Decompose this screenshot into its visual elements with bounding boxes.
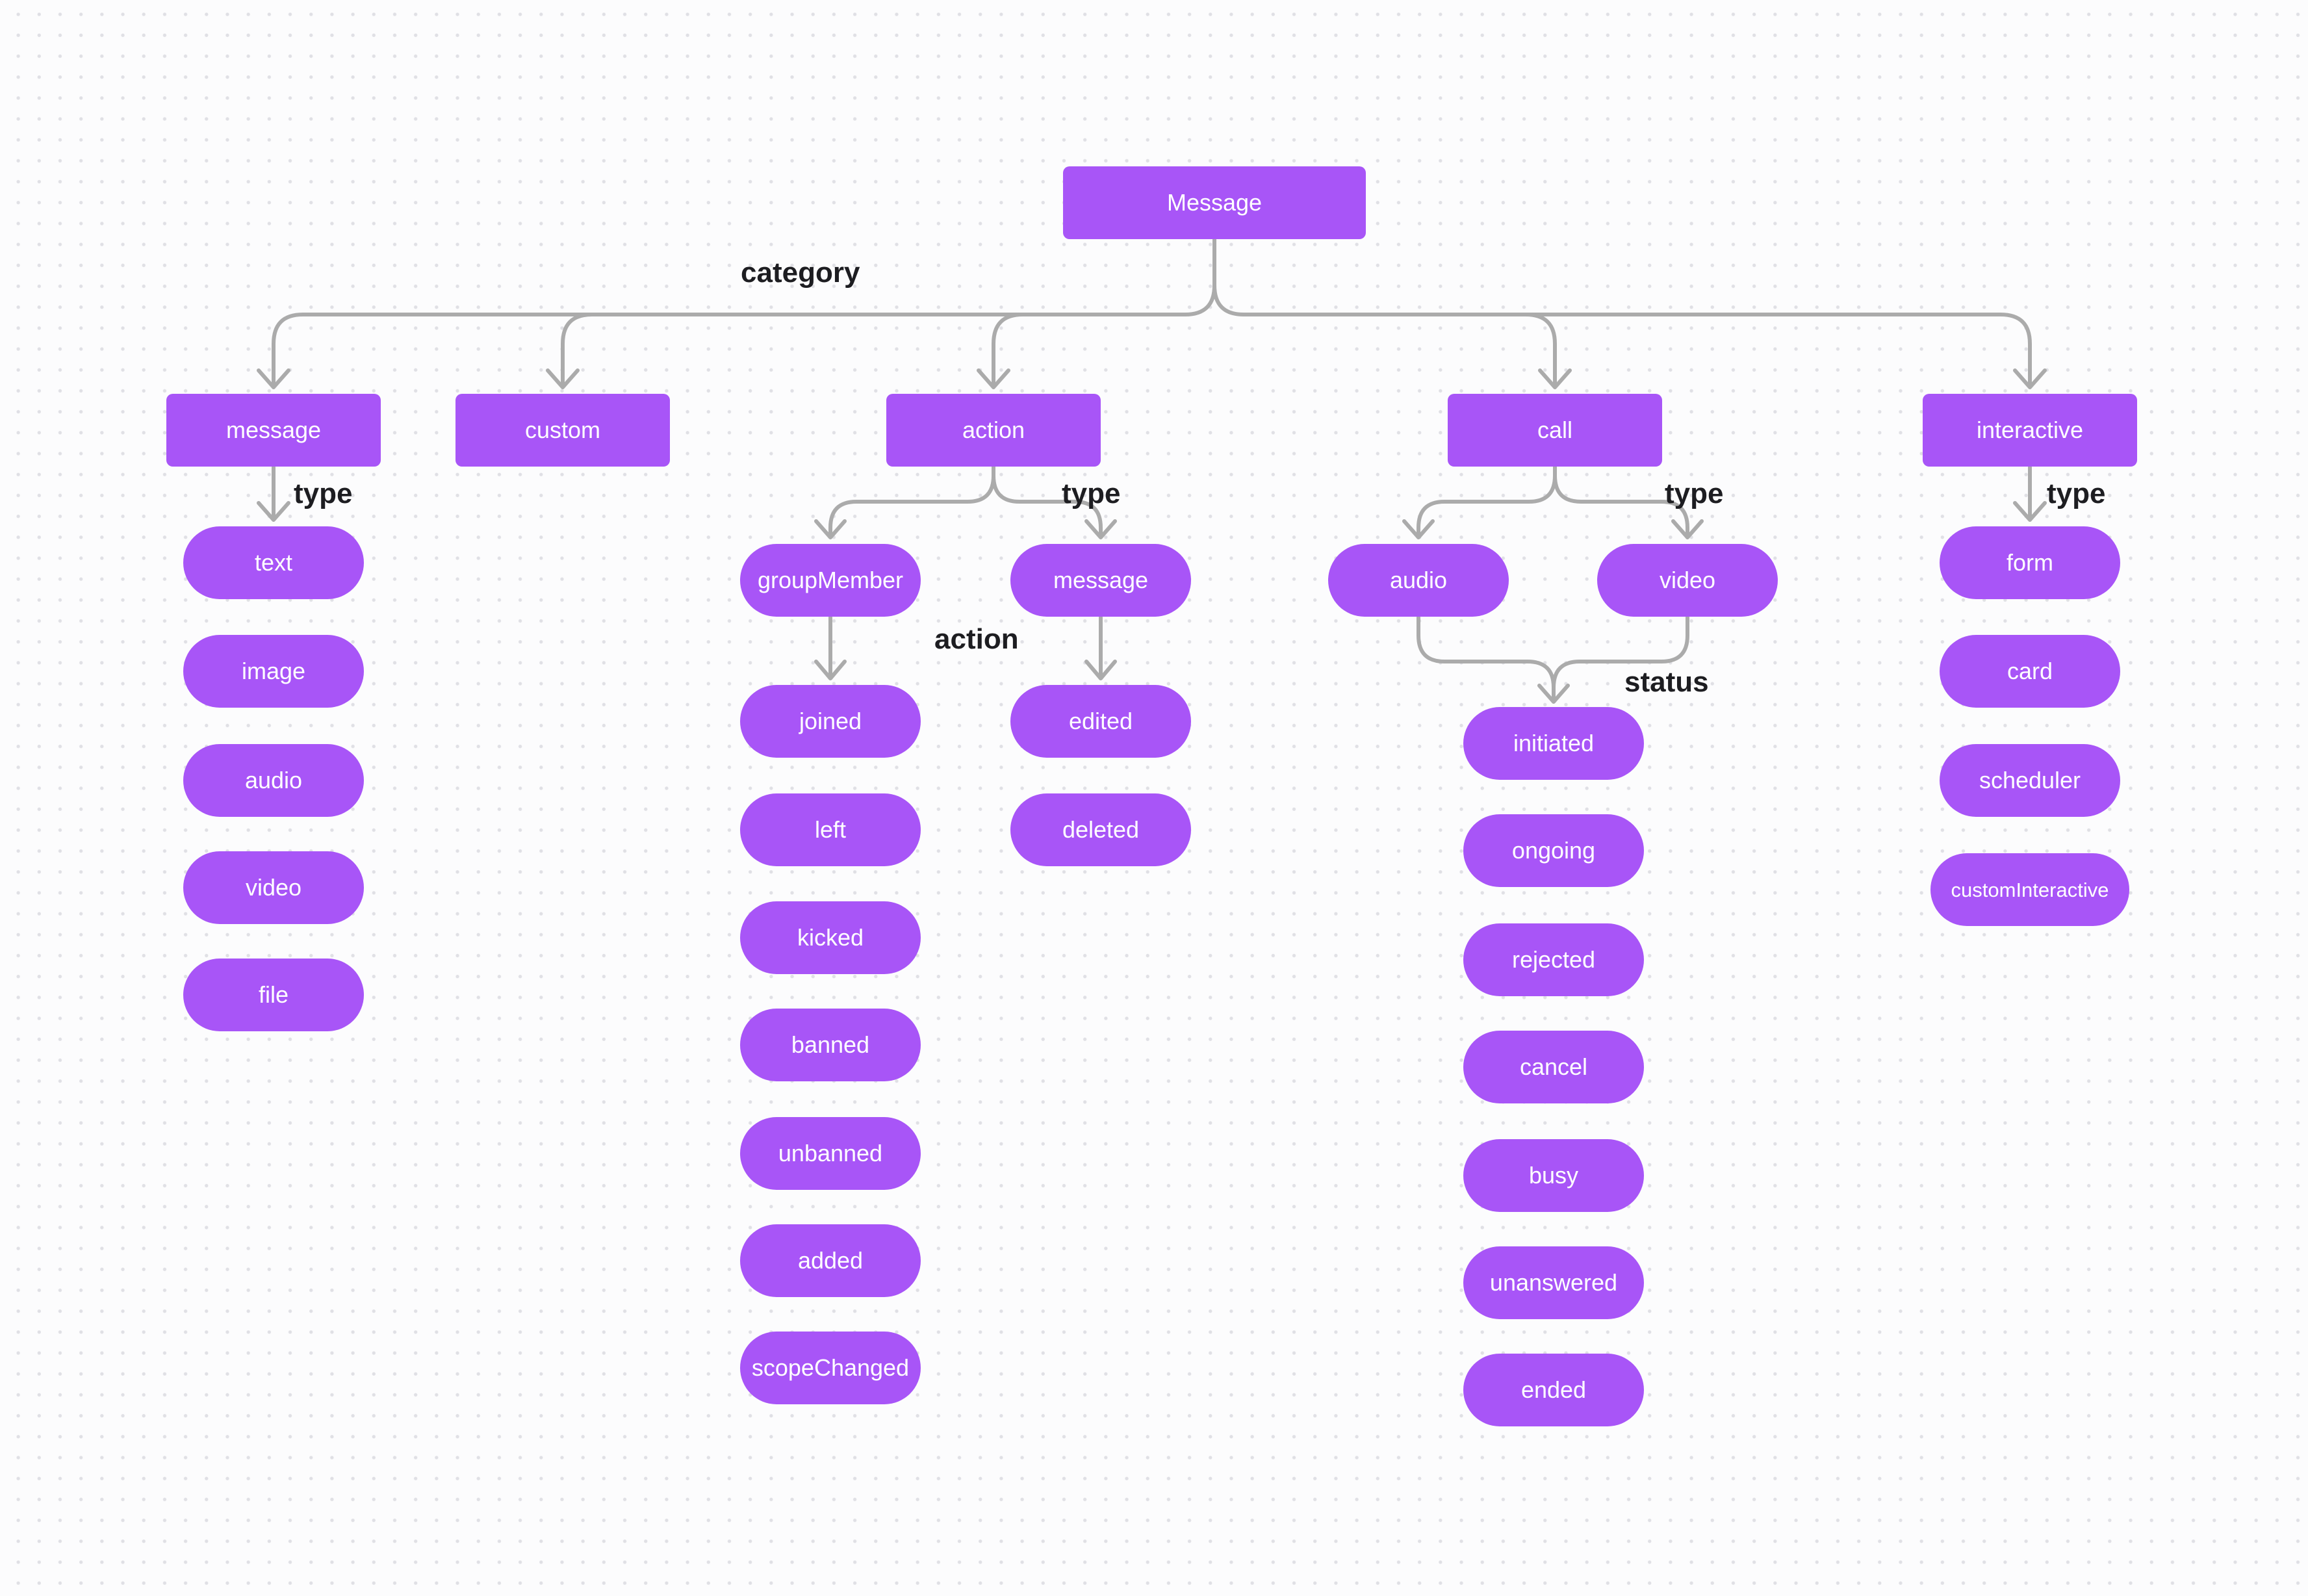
edge-message-to-text	[257, 465, 290, 522]
node-interactive-card: card	[1940, 635, 2120, 708]
edge-groupmember-to-joined	[814, 615, 847, 680]
edge-label-call-type: type	[1665, 478, 1724, 509]
edge-action-to-message	[992, 465, 1117, 539]
node-call-type-audio: audio	[1328, 544, 1509, 617]
node-type-text: text	[183, 526, 364, 599]
node-action-banned: banned	[740, 1009, 921, 1081]
node-action-unbanned: unbanned	[740, 1117, 921, 1190]
node-status-ended: ended	[1463, 1354, 1644, 1426]
node-category-custom: custom	[455, 394, 670, 467]
node-category-action: action	[886, 394, 1101, 467]
node-interactive-form: form	[1940, 526, 2120, 599]
edge-root-to-custom	[546, 313, 594, 389]
edge-call-to-audio	[1402, 465, 1557, 539]
edge-root-to-message	[257, 237, 1216, 389]
edge-label-action-type: type	[1062, 478, 1121, 509]
edge-label-message-type: type	[294, 478, 353, 509]
edge-root-to-interactive	[1212, 237, 2047, 389]
node-interactive-custom-interactive: customInteractive	[1930, 853, 2129, 926]
node-category-message: message	[166, 394, 381, 467]
node-status-unanswered: unanswered	[1463, 1246, 1644, 1319]
edge-label-interactive-type: type	[2047, 478, 2106, 509]
edge-video-to-initiated	[1552, 615, 1689, 689]
edge-message-to-edited	[1084, 615, 1117, 680]
node-status-initiated: initiated	[1463, 707, 1644, 780]
node-status-rejected: rejected	[1463, 923, 1644, 996]
node-message-root: Message	[1063, 166, 1366, 239]
node-type-image: image	[183, 635, 364, 708]
node-action-left: left	[740, 793, 921, 866]
node-status-busy: busy	[1463, 1139, 1644, 1212]
node-type-action-message: message	[1010, 544, 1191, 617]
edge-action-to-groupmember	[814, 465, 995, 539]
node-action-deleted: deleted	[1010, 793, 1191, 866]
node-type-group-member: groupMember	[740, 544, 921, 617]
node-action-scope-changed: scopeChanged	[740, 1332, 921, 1404]
node-action-joined: joined	[740, 685, 921, 758]
node-type-audio: audio	[183, 744, 364, 817]
edge-interactive-to-form	[2013, 465, 2047, 522]
edge-root-to-action	[977, 313, 1025, 389]
edge-call-to-video	[1553, 465, 1704, 539]
node-action-edited: edited	[1010, 685, 1191, 758]
node-category-call: call	[1448, 394, 1662, 467]
node-status-cancel: cancel	[1463, 1031, 1644, 1103]
node-type-video: video	[183, 851, 364, 924]
node-status-ongoing: ongoing	[1463, 814, 1644, 887]
node-call-type-video: video	[1597, 544, 1778, 617]
edge-root-to-call	[1524, 313, 1572, 389]
node-type-file: file	[183, 959, 364, 1031]
edge-label-group-member-action: action	[934, 623, 1019, 655]
node-category-interactive: interactive	[1923, 394, 2137, 467]
node-interactive-scheduler: scheduler	[1940, 744, 2120, 817]
edge-audio-to-initiated	[1417, 615, 1570, 704]
edge-label-call-status: status	[1624, 666, 1709, 698]
node-action-added: added	[740, 1224, 921, 1297]
edge-label-category: category	[741, 257, 860, 289]
node-action-kicked: kicked	[740, 901, 921, 974]
